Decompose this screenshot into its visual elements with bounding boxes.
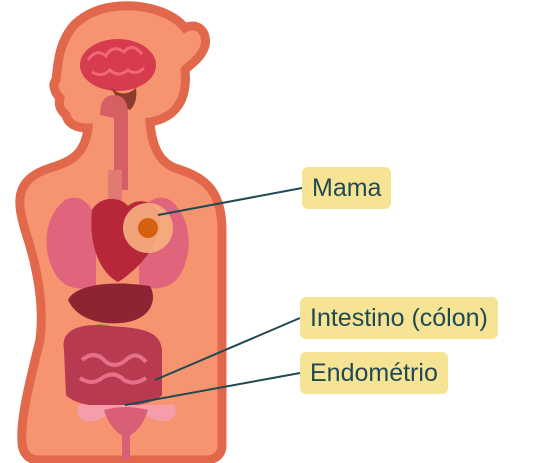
- label-endometrio-text: Endométrio: [310, 359, 438, 388]
- label-mama-text: Mama: [312, 174, 381, 203]
- intestine-icon: [63, 325, 162, 407]
- label-intestino-text: Intestino (cólon): [310, 304, 488, 333]
- label-mama: Mama: [302, 167, 391, 209]
- label-intestino: Intestino (cólon): [300, 297, 498, 339]
- breast-tumor-marker: [138, 218, 158, 238]
- label-endometrio: Endométrio: [300, 352, 448, 394]
